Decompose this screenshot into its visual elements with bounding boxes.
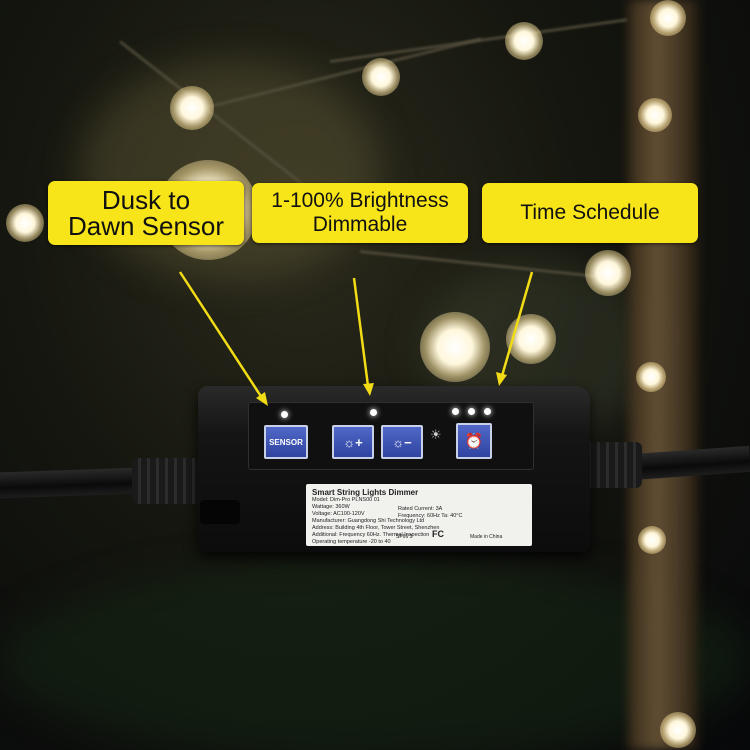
callout-time-schedule: Time Schedule — [482, 183, 698, 243]
brightness-down-button[interactable]: ☼− — [381, 425, 423, 459]
light-bulb — [420, 312, 490, 382]
fcc-logo: FC — [432, 529, 444, 539]
background-foliage — [0, 560, 750, 750]
light-bulb — [638, 98, 672, 132]
timer-button[interactable]: ⏰ — [456, 423, 492, 459]
callout-brightness-dimmable: 1-100% Brightness Dimmable — [252, 183, 468, 243]
arrow-head — [256, 392, 268, 406]
sun-icon: ☀ — [430, 428, 442, 443]
light-bulb — [650, 0, 686, 36]
label-row: Address: Building 4th Floor, Tower Stree… — [312, 525, 440, 531]
brightness-up-button[interactable]: ☼+ — [332, 425, 374, 459]
callout-line: 1-100% Brightness — [271, 189, 449, 212]
arrow-head — [496, 372, 507, 386]
arrow-to-brightness-led — [352, 277, 370, 387]
light-bulb — [362, 58, 400, 96]
light-bulb — [505, 22, 543, 60]
light-bulb — [170, 86, 214, 130]
arrow-to-schedule-led — [500, 271, 534, 377]
label-row: Additional: Frequency 60Hz. Thermal Insp… — [312, 532, 430, 538]
light-bulb — [638, 526, 666, 554]
label-made-in: Made in China — [470, 534, 503, 540]
label-row: Voltage: AC100-120V — [312, 511, 365, 517]
sensor-led — [281, 411, 288, 418]
callout-line: Time Schedule — [520, 201, 660, 224]
label-row: Operating temperature -20 to 40 — [312, 539, 391, 545]
label-row: Wattage: 360W — [312, 504, 350, 510]
brightness-led — [370, 409, 377, 416]
light-bulb — [660, 712, 696, 748]
schedule-led — [484, 408, 491, 415]
light-bulb — [506, 314, 556, 364]
callout-line: Dawn Sensor — [67, 211, 225, 241]
label-row: Manufacturer: Guangdong Shi Technology L… — [312, 518, 425, 524]
light-bulb — [636, 362, 666, 392]
label-title: Smart String Lights Dimmer — [312, 488, 419, 497]
label-frequency: Frequency: 60Hz Ta: 40°C — [398, 513, 463, 519]
cable-strain-relief — [132, 458, 204, 504]
cable-strain-relief — [582, 442, 642, 488]
sensor-button[interactable]: SENSOR — [264, 425, 308, 459]
callout-dusk-to-dawn-sensor: Dusk to Dawn Sensor — [48, 181, 244, 245]
light-bulb — [6, 204, 44, 242]
label-code: SP66 3 — [396, 534, 413, 540]
product-label: Smart String Lights Dimmer Model: Dim-Pr… — [306, 484, 532, 546]
schedule-led — [452, 408, 459, 415]
callout-line: Dusk to — [101, 185, 191, 215]
callout-line: Dimmable — [312, 213, 408, 236]
label-row: Model: Dim-Pro PLNS00 01 — [312, 497, 380, 503]
arrow-head — [363, 383, 374, 396]
arrow-to-sensor-led — [178, 271, 264, 399]
light-bulb — [585, 250, 631, 296]
schedule-led — [468, 408, 475, 415]
label-current: Rated Current: 3A — [398, 506, 443, 512]
controller-notch — [200, 500, 240, 524]
